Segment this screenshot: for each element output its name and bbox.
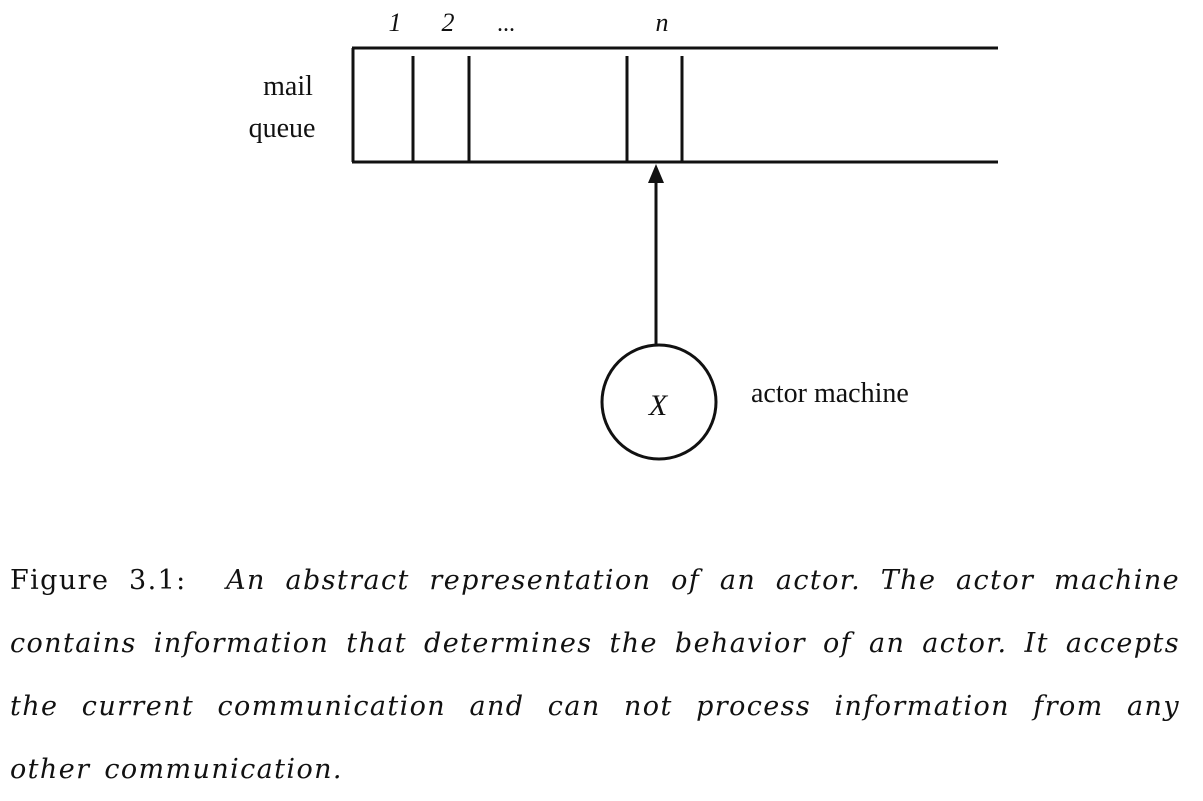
slot-label-ellipsis: ... [497, 11, 515, 37]
slot-label-2: 2 [442, 8, 455, 37]
queue-label-mail: mail [263, 71, 313, 102]
caption-text: An abstract representation of an actor. … [10, 565, 1180, 785]
figure-number: Figure 3.1: [10, 565, 187, 596]
queue-label-queue: queue [249, 113, 316, 144]
actor-symbol: X [648, 389, 669, 422]
actor-machine-label: actor machine [751, 378, 909, 409]
slot-label-n: n [656, 8, 669, 37]
actor-circle [600, 343, 718, 461]
figure-caption: Figure 3.1: An abstract representation o… [10, 549, 1180, 801]
slot-label-1: 1 [389, 8, 402, 37]
actor-diagram: 1 2 ... n mail queue X actor machine [249, 8, 998, 461]
arrow-head [648, 164, 664, 183]
